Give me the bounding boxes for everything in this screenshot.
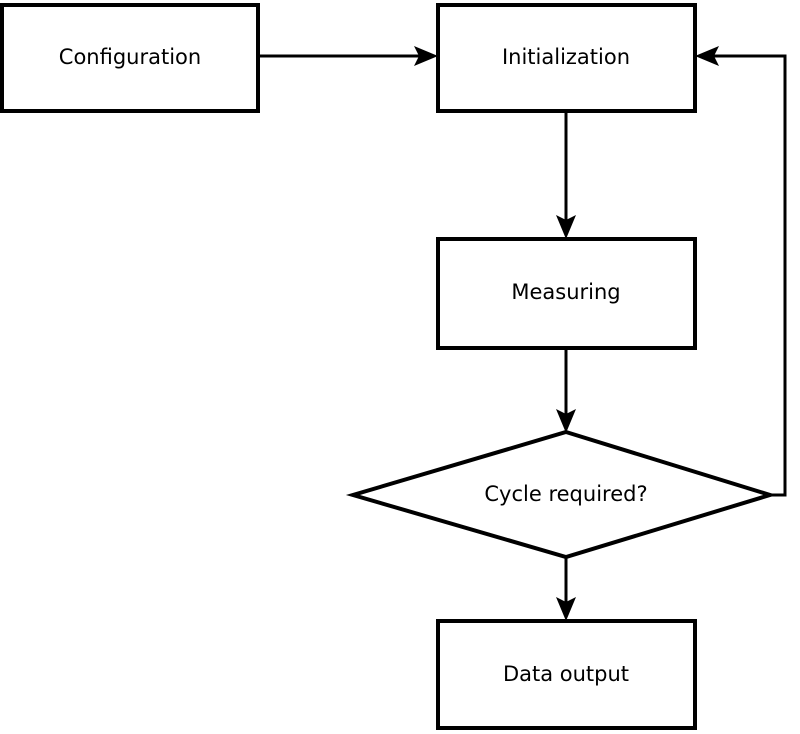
edge-cycle-required-to-data-output bbox=[556, 557, 576, 621]
node-cycle-required-shape[interactable] bbox=[345, 429, 777, 560]
node-initialization[interactable]: Initialization bbox=[436, 3, 697, 113]
arrowhead-icon bbox=[556, 597, 576, 621]
node-data-output[interactable]: Data output bbox=[436, 619, 697, 730]
edge-line bbox=[709, 54, 787, 497]
node-data-output-shape[interactable] bbox=[436, 619, 697, 730]
edge-configuration-to-initialization bbox=[258, 46, 438, 66]
node-measuring-shape[interactable] bbox=[436, 237, 697, 350]
arrowhead-icon bbox=[556, 215, 576, 239]
arrowhead-icon bbox=[414, 46, 438, 66]
node-configuration-shape[interactable] bbox=[0, 3, 260, 113]
node-cycle-required-label: Cycle required? bbox=[484, 482, 647, 506]
node-initialization-label: Initialization bbox=[502, 45, 630, 69]
node-measuring-label: Measuring bbox=[511, 280, 620, 304]
edge-cycle-required-to-initialization bbox=[695, 46, 787, 497]
edge-measuring-to-cycle-required bbox=[556, 348, 576, 433]
node-configuration[interactable]: Configuration bbox=[0, 3, 260, 113]
edge-initialization-to-measuring bbox=[556, 111, 576, 239]
arrowhead-icon bbox=[695, 46, 719, 66]
node-data-output-label: Data output bbox=[503, 662, 629, 686]
node-measuring[interactable]: Measuring bbox=[436, 237, 697, 350]
node-initialization-shape[interactable] bbox=[436, 3, 697, 113]
node-cycle-required[interactable]: Cycle required? bbox=[345, 429, 777, 560]
arrowhead-icon bbox=[556, 409, 576, 433]
node-configuration-label: Configuration bbox=[59, 45, 201, 69]
